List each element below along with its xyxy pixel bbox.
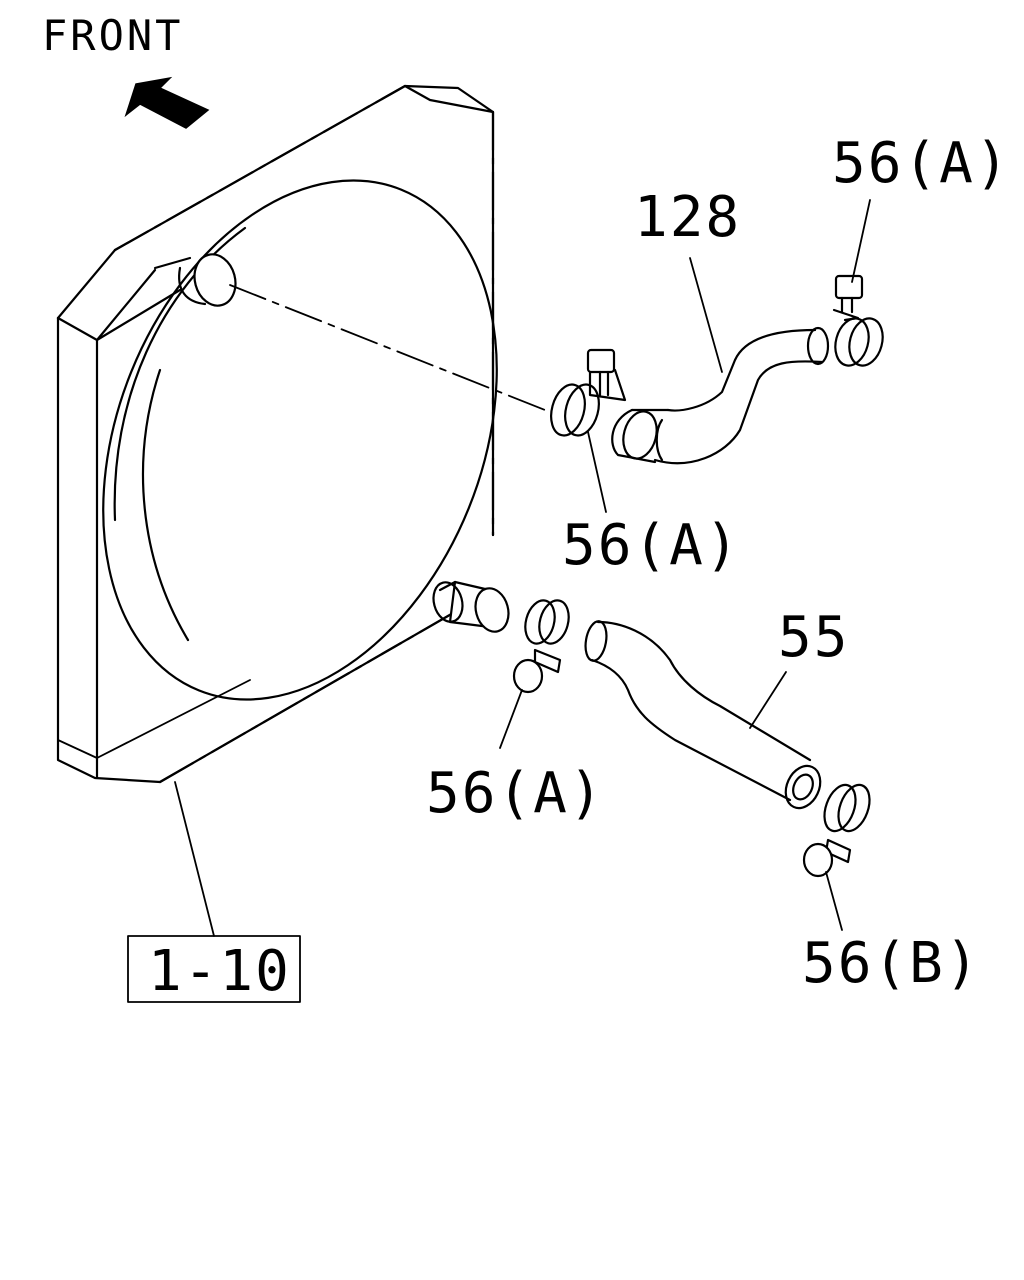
clamp-label-56a-upper-left: 56(A): [562, 513, 741, 578]
reference-label-1-10: 1-10: [148, 939, 291, 1004]
radiator-shroud: [56, 84, 510, 784]
clamp-56b: [802, 783, 871, 878]
reference-box-1-10[interactable]: 1-10: [127, 935, 301, 1004]
leader-56a-lower-left: [499, 689, 523, 749]
leader-56a-upper-left: [587, 431, 607, 513]
clamp-56a-upper-right: [832, 274, 884, 367]
clamp-56a-lower-left: [512, 599, 570, 694]
leader-55: [749, 671, 787, 729]
part-label-55: 55: [778, 605, 849, 670]
front-label: FRONT: [42, 11, 183, 60]
leader-1-10: [174, 781, 215, 937]
leader-128: [689, 257, 723, 373]
part-label-128: 128: [634, 185, 741, 250]
hose-128: [611, 326, 830, 465]
clamp-label-56b: 56(B): [802, 931, 981, 996]
front-arrow-icon: [124, 76, 210, 129]
clamp-label-56a-lower-left: 56(A): [426, 761, 605, 826]
clamp-label-56a-upper-right: 56(A): [832, 131, 1011, 196]
hose-55: [584, 620, 822, 810]
clamp-56a-upper-left: [550, 348, 627, 437]
assembly-line-upper: [229, 284, 546, 411]
leader-56a-upper-right: [851, 199, 871, 283]
leader-56b: [825, 871, 843, 931]
